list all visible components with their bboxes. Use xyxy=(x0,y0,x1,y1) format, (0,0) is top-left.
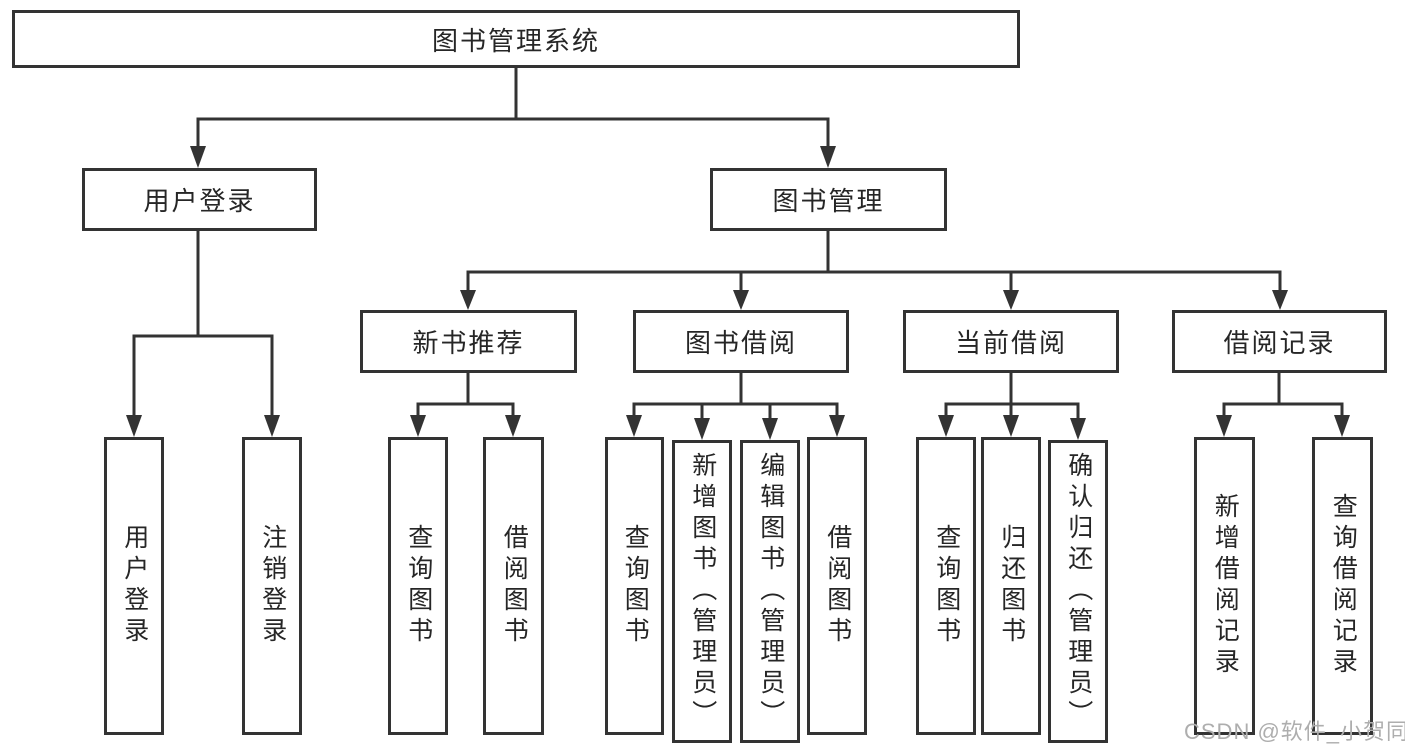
node-current-borrow: 当前借阅 xyxy=(903,310,1119,373)
leaf-newbook-query-books-label: 查询图书 xyxy=(404,524,433,648)
leaf-newbook-query-books: 查询图书 xyxy=(388,437,448,735)
leaf-user-login: 用户登录 xyxy=(104,437,164,735)
node-book-borrow: 图书借阅 xyxy=(633,310,849,373)
watermark-text: CSDN @软件_小贺同学 xyxy=(1184,719,1405,744)
node-user-login: 用户登录 xyxy=(82,168,317,231)
node-library-system-label: 图书管理系统 xyxy=(431,25,600,56)
leaf-borrow-add-books-admin-label: 新增图书（管理员） xyxy=(688,452,717,731)
edge-paths xyxy=(132,68,1344,418)
node-current-borrow-label: 当前借阅 xyxy=(954,328,1067,358)
node-new-book-recommend-label: 新书推荐 xyxy=(412,328,525,358)
leaf-current-confirm-return-admin-label: 确认归还（管理员） xyxy=(1064,452,1093,731)
node-user-login-label: 用户登录 xyxy=(143,186,256,216)
node-new-book-recommend: 新书推荐 xyxy=(360,310,577,373)
edge-arrowheads xyxy=(126,146,1350,440)
leaf-current-confirm-return-admin: 确认归还（管理员） xyxy=(1048,440,1108,743)
leaf-records-add-record: 新增借阅记录 xyxy=(1194,437,1255,735)
node-book-management-label: 图书管理 xyxy=(772,186,885,216)
node-library-system: 图书管理系统 xyxy=(12,10,1020,68)
leaf-newbook-borrow-books: 借阅图书 xyxy=(483,437,544,735)
leaf-current-query-books-label: 查询图书 xyxy=(932,524,961,648)
leaf-records-add-record-label: 新增借阅记录 xyxy=(1211,493,1240,679)
leaf-records-query-record: 查询借阅记录 xyxy=(1312,437,1373,735)
leaf-logout-login-label: 注销登录 xyxy=(258,524,287,648)
leaf-borrow-edit-books-admin-label: 编辑图书（管理员） xyxy=(756,452,785,731)
leaf-borrow-edit-books-admin: 编辑图书（管理员） xyxy=(740,440,800,743)
leaf-user-login-label: 用户登录 xyxy=(120,524,149,648)
node-book-management: 图书管理 xyxy=(710,168,947,231)
leaf-borrow-add-books-admin: 新增图书（管理员） xyxy=(672,440,732,743)
leaf-records-query-record-label: 查询借阅记录 xyxy=(1329,493,1358,679)
leaf-borrow-query-books-label: 查询图书 xyxy=(621,524,650,648)
leaf-current-return-books-label: 归还图书 xyxy=(997,524,1026,648)
leaf-borrow-borrow-books-label: 借阅图书 xyxy=(823,524,852,648)
leaf-current-return-books: 归还图书 xyxy=(981,437,1041,735)
leaf-current-query-books: 查询图书 xyxy=(916,437,976,735)
node-book-borrow-label: 图书借阅 xyxy=(684,328,797,358)
leaf-borrow-borrow-books: 借阅图书 xyxy=(807,437,867,735)
node-borrow-records: 借阅记录 xyxy=(1172,310,1387,373)
leaf-logout-login: 注销登录 xyxy=(242,437,302,735)
node-borrow-records-label: 借阅记录 xyxy=(1223,328,1336,358)
leaf-newbook-borrow-books-label: 借阅图书 xyxy=(500,524,529,648)
leaf-borrow-query-books: 查询图书 xyxy=(605,437,664,735)
